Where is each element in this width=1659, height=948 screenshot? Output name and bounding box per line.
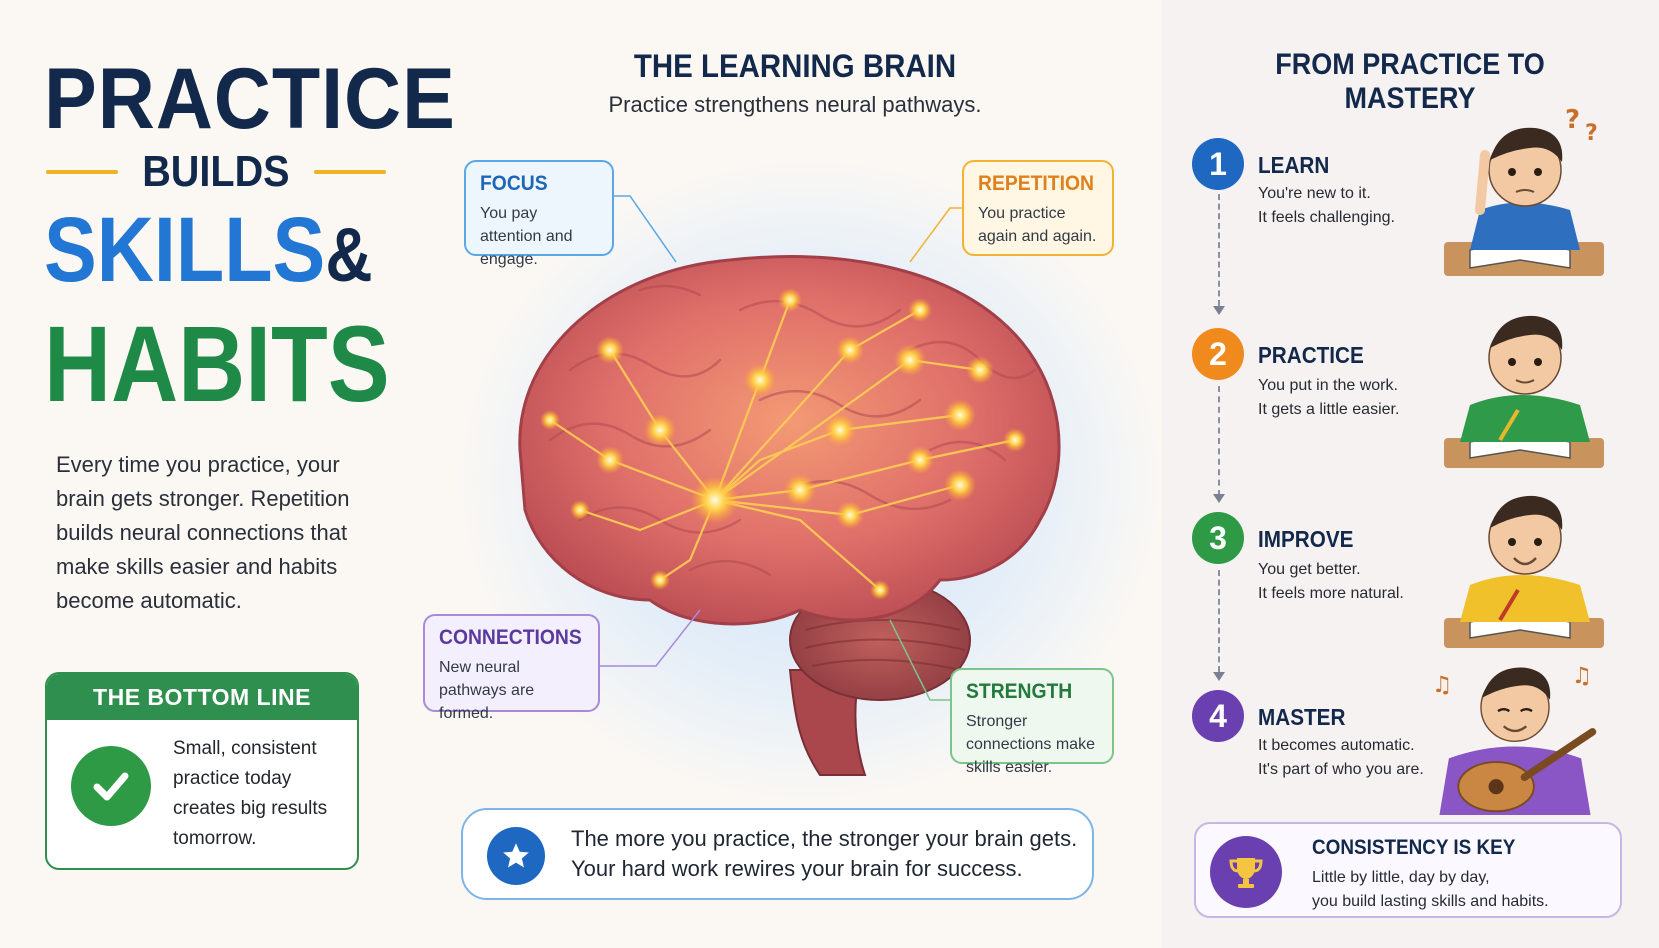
- svg-text:♫: ♫: [1572, 663, 1592, 689]
- timeline-arrow-3: [1213, 672, 1225, 681]
- callout-connections: CONNECTIONS New neural pathways are form…: [423, 614, 600, 722]
- brain-note-card: The more you practice, the stronger your…: [461, 808, 1094, 900]
- callout-strength-desc: Stronger connections make skills easier.: [966, 713, 1095, 776]
- timeline-arrow-2: [1213, 494, 1225, 503]
- timeline-line-2: [1218, 386, 1220, 496]
- bottom-line-card: THE BOTTOM LINE Small, consistent practi…: [45, 672, 359, 870]
- consistency-line1: Little by little, day by day,: [1312, 869, 1490, 886]
- step-4-number: 4: [1192, 690, 1244, 742]
- step-2-line2: It gets a little easier.: [1258, 401, 1400, 418]
- consistency-desc: Little by little, day by day, you build …: [1312, 866, 1549, 914]
- kid-learning-illustration: ? ?: [1444, 105, 1604, 276]
- center-subtitle: Practice strengthens neural pathways.: [608, 92, 982, 117]
- step-2-title: PRACTICE: [1258, 342, 1364, 368]
- callout-repetition-desc: You practice again and again.: [978, 205, 1097, 245]
- callout-strength: STRENGTH Stronger connections make skill…: [950, 668, 1114, 776]
- headline-builds: BUILDS: [142, 147, 290, 196]
- question-mark-icon: ?: [1565, 105, 1580, 135]
- step-1-desc: You're new to it. It feels challenging.: [1258, 182, 1395, 230]
- brain-note-line1: The more you practice, the stronger your…: [571, 826, 1078, 851]
- step-1-line2: It feels challenging.: [1258, 209, 1395, 226]
- headline-habits: HABITS: [44, 303, 390, 424]
- step-2-desc: You put in the work. It gets a little ea…: [1258, 374, 1399, 422]
- headline-builds-row: BUILDS: [46, 147, 386, 196]
- callout-repetition-title: REPETITION: [978, 172, 1094, 195]
- headline-skills-word: SKILLS: [44, 199, 326, 301]
- headline-skills: SKILLS&: [44, 204, 373, 302]
- kid-improving-illustration: [1444, 495, 1604, 648]
- callout-connections-desc: New neural pathways are formed.: [439, 659, 535, 722]
- kid-mastering-illustration: ♫ ♫: [1432, 663, 1597, 815]
- center-title: THE LEARNING BRAIN: [633, 48, 957, 84]
- headline-practice: PRACTICE: [44, 51, 456, 147]
- step-3-title: IMPROVE: [1258, 526, 1354, 552]
- callout-repetition: REPETITION You practice again and again.: [962, 160, 1114, 256]
- star-icon: [487, 827, 545, 885]
- divider-left: [46, 170, 119, 174]
- step-2-number: 2: [1192, 328, 1244, 380]
- callout-focus-title: FOCUS: [480, 172, 548, 195]
- step-4-desc: It becomes automatic. It's part of who y…: [1258, 734, 1424, 782]
- brain-note-text: The more you practice, the stronger your…: [571, 824, 1077, 884]
- bottom-line-text: Small, consistent practice today creates…: [173, 738, 328, 849]
- step-3-desc: You get better. It feels more natural.: [1258, 558, 1404, 606]
- check-icon: [71, 746, 151, 826]
- step-4-line2: It's part of who you are.: [1258, 761, 1424, 778]
- step-3-line2: It feels more natural.: [1258, 585, 1404, 602]
- consistency-line2: you build lasting skills and habits.: [1312, 893, 1549, 910]
- consistency-card: CONSISTENCY IS KEY Little by little, day…: [1194, 822, 1622, 918]
- consistency-title: CONSISTENCY IS KEY: [1312, 836, 1516, 859]
- brain-note-line2: Your hard work rewires your brain for su…: [571, 856, 1023, 881]
- divider-right: [313, 170, 386, 174]
- step-3-number: 3: [1192, 512, 1244, 564]
- timeline-line-3: [1218, 570, 1220, 672]
- callout-strength-title: STRENGTH: [966, 680, 1073, 703]
- callout-connections-title: CONNECTIONS: [439, 626, 582, 649]
- timeline-line-1: [1218, 194, 1220, 306]
- kid-practicing-illustration: [1444, 315, 1604, 468]
- step-3-line1: You get better.: [1258, 561, 1361, 578]
- music-note-icon: ♫: [1432, 672, 1452, 698]
- brain-illustration: [518, 255, 1061, 776]
- step-4-line1: It becomes automatic.: [1258, 737, 1415, 754]
- headline-ampersand: &: [325, 213, 373, 298]
- mastery-title: FROM PRACTICE TO MASTERY: [1275, 48, 1545, 115]
- callout-focus-desc: You pay attention and engage.: [480, 205, 573, 268]
- trophy-icon: [1210, 836, 1282, 908]
- svg-text:?: ?: [1585, 121, 1598, 146]
- step-1-title: LEARN: [1258, 152, 1330, 178]
- step-1-number: 1: [1192, 138, 1244, 190]
- step-4-title: MASTER: [1258, 704, 1346, 730]
- intro-paragraph: Every time you practice, your brain gets…: [56, 452, 350, 613]
- callout-focus: FOCUS You pay attention and engage.: [464, 160, 614, 268]
- step-2-line1: You put in the work.: [1258, 377, 1398, 394]
- timeline-arrow-1: [1213, 306, 1225, 315]
- bottom-line-title: THE BOTTOM LINE: [47, 674, 357, 720]
- step-1-line1: You're new to it.: [1258, 185, 1371, 202]
